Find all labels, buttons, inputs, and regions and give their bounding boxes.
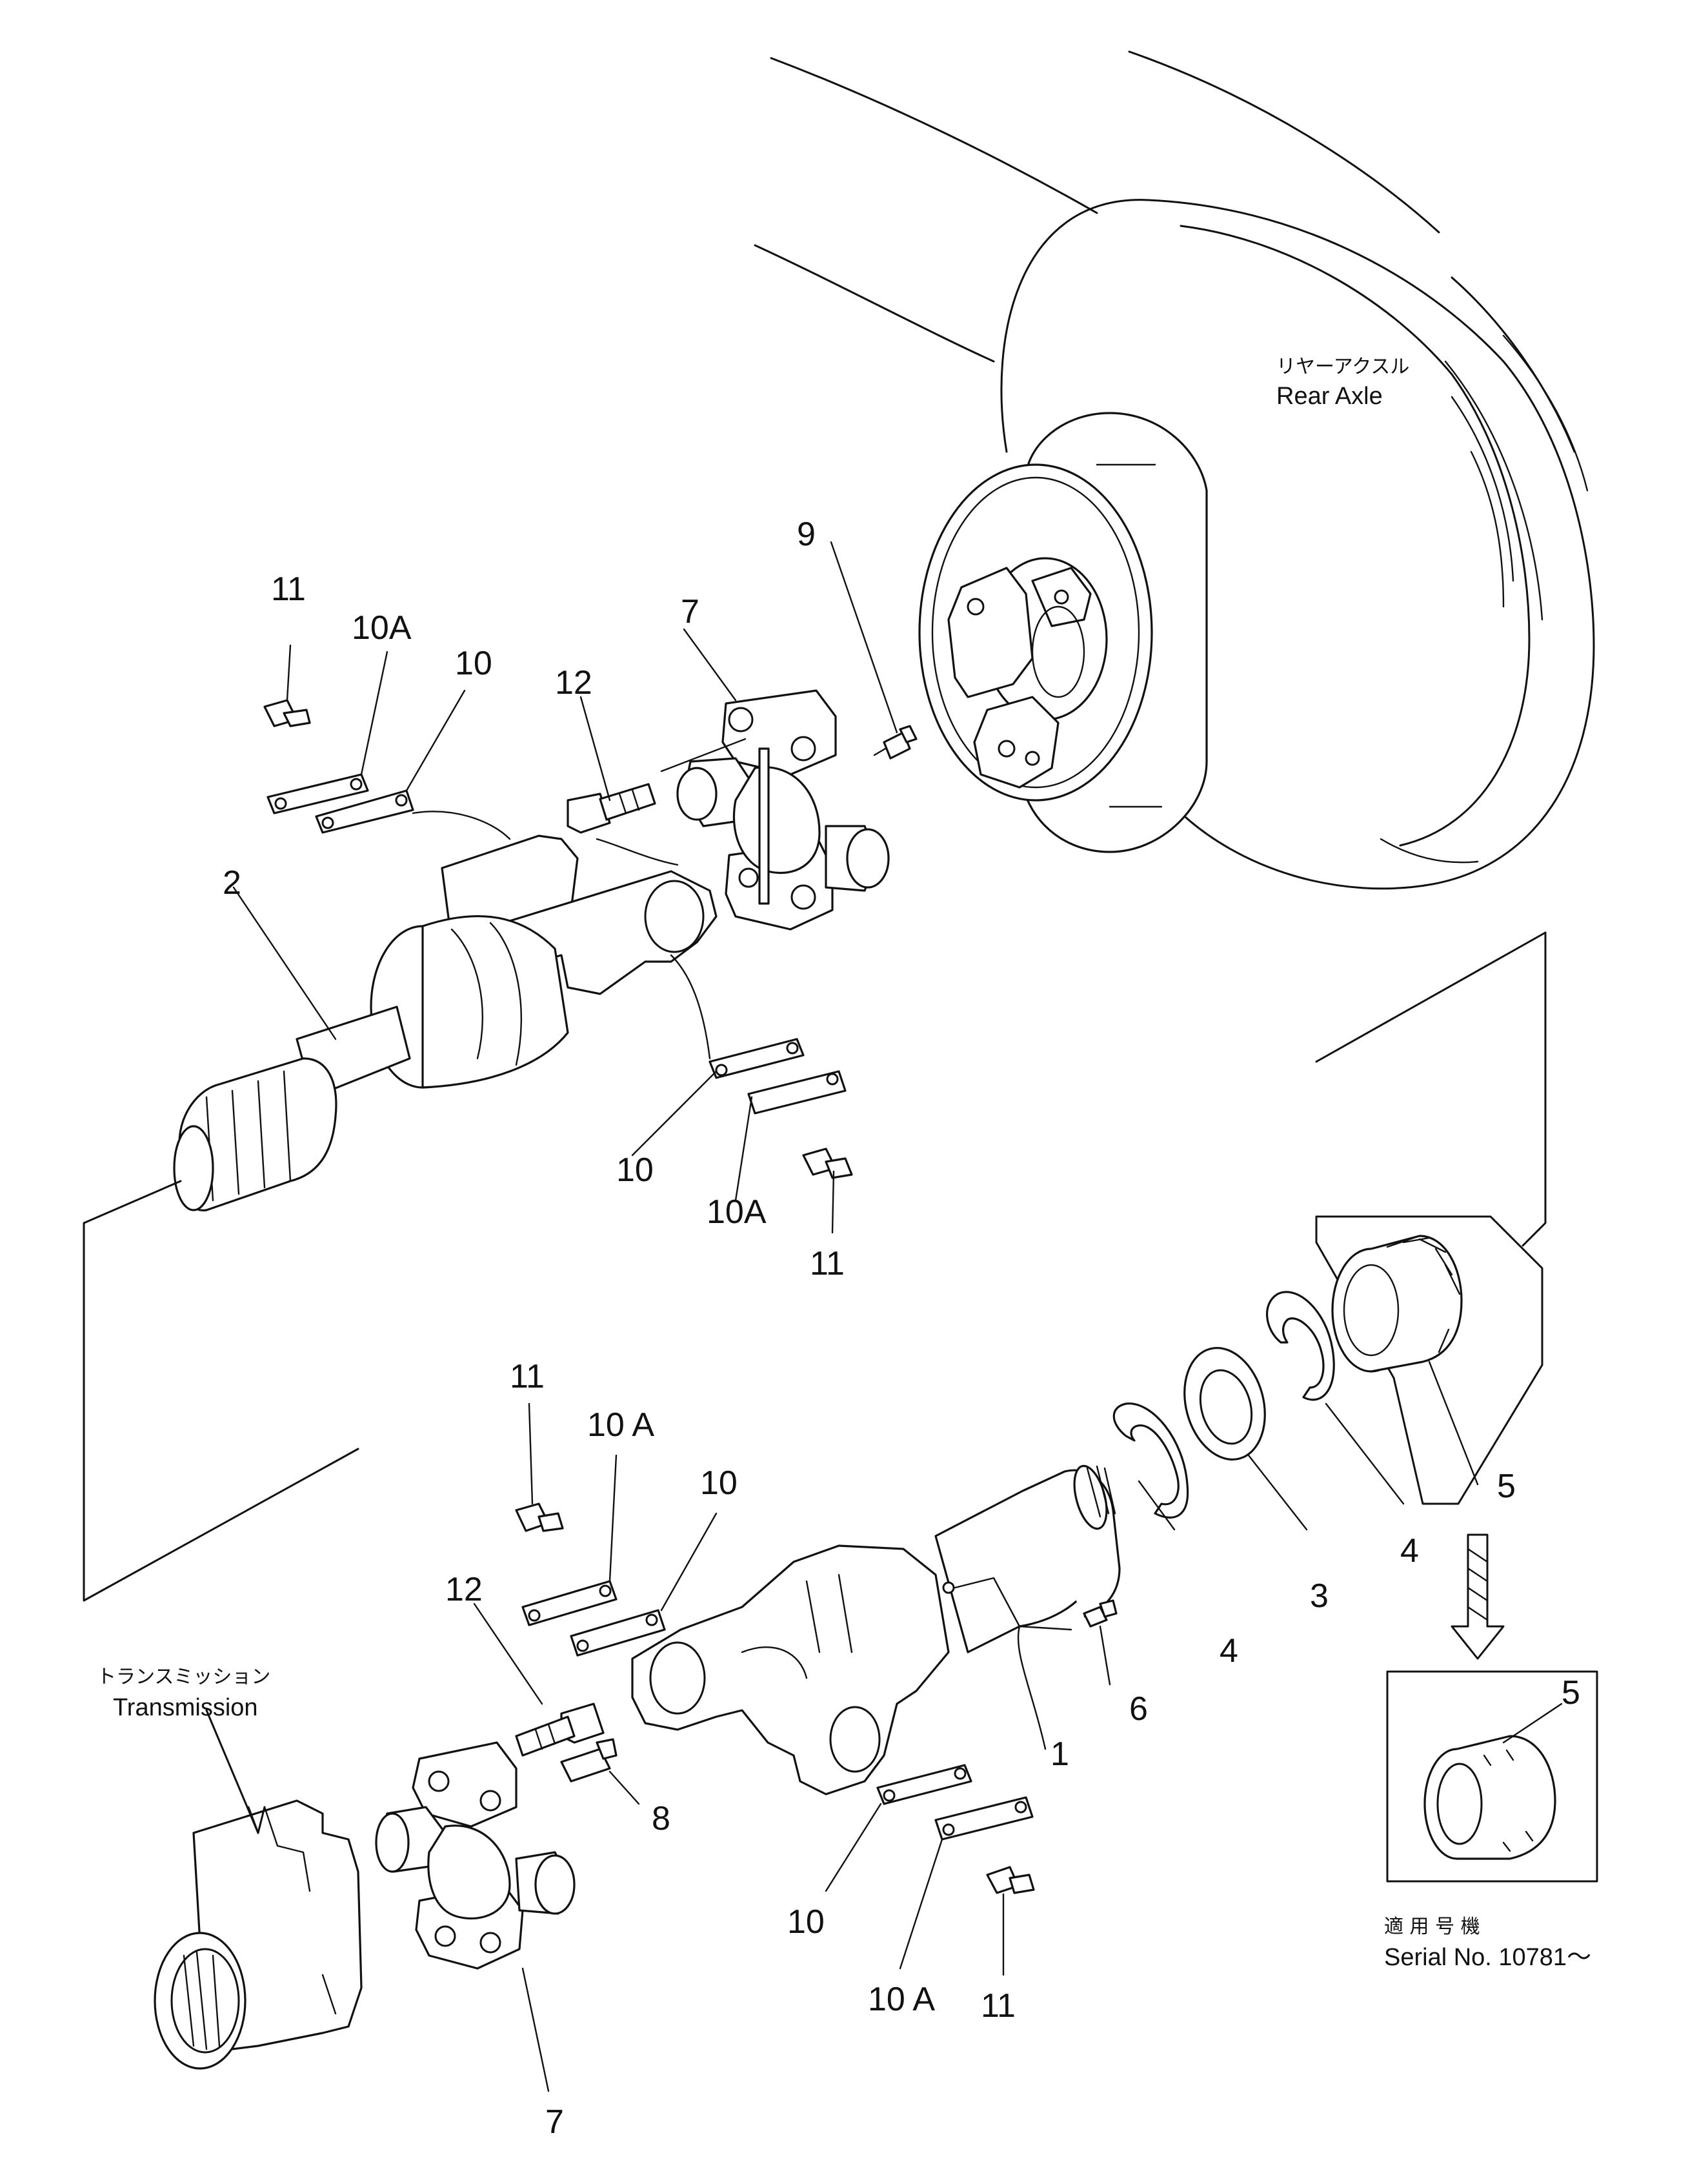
- callout-upper-10-b: 10: [616, 1151, 654, 1189]
- transmission: トランスミッション Transmission: [97, 1666, 363, 2070]
- callout-lower-10a: 10 A: [587, 1406, 654, 1444]
- upper-grease-fitting-9: [873, 725, 918, 760]
- upper-yoke-shaft-2: [173, 834, 718, 1211]
- upper-lock-plates: [263, 699, 853, 1179]
- callout-lower-11: 11: [510, 1358, 545, 1395]
- callout-lower-4-a: 4: [1400, 1532, 1419, 1570]
- callout-upper-7: 7: [681, 593, 699, 631]
- callout-lower-3: 3: [1310, 1577, 1329, 1615]
- rear-axle-label-jp: リヤーアクスル: [1276, 356, 1409, 378]
- callout-lower-4-b: 4: [1220, 1632, 1238, 1670]
- callout-lower-5: 5: [1497, 1468, 1516, 1505]
- serial-label-en: Serial No. 10781～: [1384, 1944, 1591, 1971]
- callout-inset-5: 5: [1562, 1674, 1580, 1712]
- callout-lower-12: 12: [445, 1571, 483, 1608]
- callout-upper-12: 12: [555, 664, 592, 702]
- upper-universal-joint: [173, 541, 918, 1234]
- callout-lower-10-b: 10: [787, 1903, 825, 1941]
- callout-upper-11: 11: [271, 571, 306, 608]
- callout-numbers: 11 10A 10 12 7 9 2 10 10A 11 11 10 A 10 …: [223, 516, 1580, 2141]
- callout-upper-9: 9: [797, 516, 816, 553]
- serial-inset: 適 用 号 機 Serial No. 10781～: [1384, 1533, 1598, 1971]
- callout-upper-10: 10: [455, 645, 492, 682]
- lower-nut-5: [1331, 1235, 1463, 1373]
- callout-lower-1: 1: [1050, 1735, 1069, 1773]
- transmission-label-en: Transmission: [113, 1694, 258, 1721]
- callout-lower-10: 10: [700, 1464, 738, 1502]
- callout-upper-10a-b: 10A: [707, 1193, 767, 1231]
- callout-upper-10a: 10A: [352, 609, 412, 647]
- callout-lower-8: 8: [652, 1800, 670, 1837]
- serial-label-jp: 適 用 号 機: [1384, 1916, 1480, 1938]
- callout-upper-2: 2: [223, 864, 241, 902]
- lower-grease-fitting-6: [1083, 1599, 1118, 1628]
- callout-lower-11-b: 11: [981, 1987, 1016, 2025]
- lower-slip-yoke-assembly: [375, 1215, 1543, 2092]
- lower-slip-yoke-1: [631, 1464, 1121, 1795]
- callout-lower-6: 6: [1129, 1690, 1148, 1728]
- upper-bolt-12: [567, 783, 656, 834]
- callout-lower-7: 7: [545, 2103, 564, 2141]
- rear-axle-housing: リヤーアクスル Rear Axle: [754, 50, 1595, 890]
- callout-lower-10a-b: 10 A: [868, 1981, 935, 2018]
- callout-upper-11-b: 11: [810, 1245, 845, 1282]
- rear-axle-label-en: Rear Axle: [1276, 383, 1383, 410]
- shaft-break-lines: [83, 931, 1547, 1602]
- transmission-label-jp: トランスミッション: [97, 1666, 270, 1688]
